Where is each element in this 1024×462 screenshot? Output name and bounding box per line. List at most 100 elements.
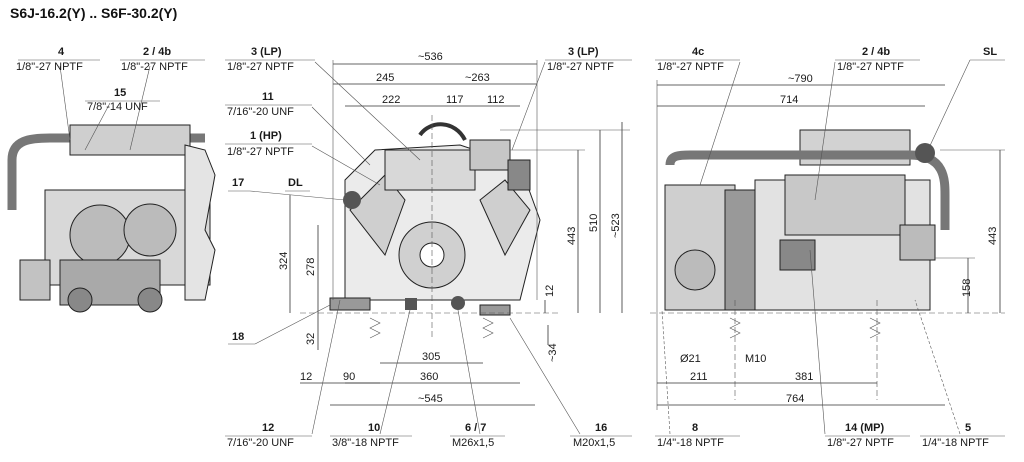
callout-3lp-left-thread: 1/8"-27 NPTF — [227, 61, 294, 73]
callout-16-thread: M20x1,5 — [573, 437, 615, 449]
leader-10 — [379, 309, 411, 435]
dl-valve — [343, 191, 361, 209]
callout-sl: SL — [983, 46, 997, 58]
dim-34: ~34 — [547, 343, 559, 362]
callout-10-thread: 3/8"-18 NPTF — [332, 437, 399, 449]
callout-12-num: 12 — [262, 422, 274, 434]
leader-8 — [661, 309, 671, 435]
callout-3lp-right-num: 3 (LP) — [568, 46, 599, 58]
leader-2-4b — [129, 65, 151, 151]
cylinder-bank-right — [479, 179, 531, 257]
dim-536: ~536 — [418, 51, 443, 63]
dim-211: 211 — [690, 371, 708, 383]
leader-16 — [509, 317, 581, 435]
dim-m10: M10 — [745, 353, 766, 365]
dim-263: ~263 — [465, 72, 490, 84]
callout-12-thread: 7/16"-20 UNF — [227, 437, 294, 449]
callout-4c-thread: 1/8"-27 NPTF — [657, 61, 724, 73]
callout-8-thread: 1/4"-18 NPTF — [657, 437, 724, 449]
suction-pipe — [665, 150, 910, 166]
dim-360: 360 — [420, 371, 438, 383]
leader-1hp — [311, 145, 381, 186]
dim-523: ~523 — [610, 213, 622, 238]
suction-port — [507, 159, 531, 191]
callout-5-thread: 1/4"-18 NPTF — [922, 437, 989, 449]
motor-terminal — [674, 249, 716, 291]
callout-2-4b-right-num: 2 / 4b — [862, 46, 890, 58]
callout-6-7-thread: M26x1,5 — [452, 437, 494, 449]
terminal-box-side — [899, 224, 936, 261]
dim-245: 245 — [376, 72, 394, 84]
callout-11-thread: 7/16"-20 UNF — [227, 106, 294, 118]
callout-11-num: 11 — [262, 91, 274, 103]
dim-32: 32 — [305, 333, 317, 345]
callout-15-num: 15 — [114, 87, 126, 99]
callout-2-4b-thread: 1/8"-27 NPTF — [121, 61, 188, 73]
valve-block — [469, 139, 511, 171]
dim-12-vertical: 12 — [544, 285, 556, 297]
cylinder-bank-left — [349, 174, 406, 257]
leader-5 — [914, 299, 961, 435]
cylinder-head — [69, 124, 191, 156]
leader-17 — [249, 190, 346, 201]
dim-158: 158 — [961, 279, 973, 297]
callout-dl: DL — [288, 177, 303, 189]
dim-117: 117 — [446, 94, 464, 106]
terminal-box — [19, 259, 51, 301]
callout-15-thread: 7/8"-14 UNF — [87, 101, 148, 113]
foot-left — [329, 297, 371, 311]
callout-16-num: 16 — [595, 422, 607, 434]
dim-278: 278 — [305, 258, 317, 276]
motor-cut-edge — [184, 144, 216, 301]
callout-18: 18 — [232, 331, 244, 343]
callout-3lp-right-thread: 1/8"-27 NPTF — [547, 61, 614, 73]
leader-15 — [84, 102, 111, 151]
cylinder-heads-side — [784, 174, 906, 236]
flange-left — [69, 204, 131, 266]
dim-305: 305 — [422, 351, 440, 363]
callout-4c-num: 4c — [692, 46, 704, 58]
callout-10-num: 10 — [368, 422, 380, 434]
foot-left — [67, 287, 93, 313]
spring-left — [369, 317, 381, 339]
leader-2-4b-right — [814, 61, 836, 201]
dim-381: 381 — [795, 371, 813, 383]
callout-2-4b-right-thread: 1/8"-27 NPTF — [837, 61, 904, 73]
leader-4 — [59, 65, 71, 141]
callout-3lp-left-num: 3 (LP) — [251, 46, 282, 58]
callout-6-7-num: 6 / 7 — [465, 422, 486, 434]
dim-714: 714 — [780, 94, 798, 106]
left-side-view: 4 1/8"-27 NPTF 2 / 4b 1/8"-27 NPTF 15 7/… — [7, 46, 216, 313]
dim-443-center: 443 — [566, 227, 578, 245]
dim-12-horizontal: 12 — [300, 371, 312, 383]
dim-764: 764 — [786, 393, 804, 405]
leader-14mp — [809, 249, 826, 435]
discharge-pipe — [7, 133, 205, 161]
callout-1hp-num: 1 (HP) — [250, 130, 282, 142]
callout-1hp-thread: 1/8"-27 NPTF — [227, 146, 294, 158]
leader-11 — [311, 106, 371, 166]
sl-valve — [915, 143, 935, 163]
sight-glass — [405, 298, 417, 310]
callout-4-thread: 1/8"-27 NPTF — [16, 61, 83, 73]
top-head — [384, 149, 476, 191]
callout-14mp-thread: 1/8"-27 NPTF — [827, 437, 894, 449]
leader-3lp-right — [511, 61, 546, 151]
spring-right — [482, 317, 494, 339]
center-front-view: ~536 245 ~263 222 117 112 324 278 32 12 … — [225, 46, 632, 449]
flange-right — [123, 203, 177, 257]
callout-5-num: 5 — [965, 422, 971, 434]
foot-right — [137, 287, 163, 313]
leader-sl — [927, 59, 971, 151]
callout-17: 17 — [232, 177, 244, 189]
foot-right — [479, 304, 511, 316]
callout-2-4b-num: 2 / 4b — [143, 46, 171, 58]
dim-545: ~545 — [418, 393, 443, 405]
spring-foot-right — [869, 317, 881, 339]
oil-pump — [779, 239, 816, 271]
leader-18 — [254, 304, 331, 345]
leader-4c — [699, 61, 741, 186]
leader-3lp-left — [314, 61, 421, 161]
